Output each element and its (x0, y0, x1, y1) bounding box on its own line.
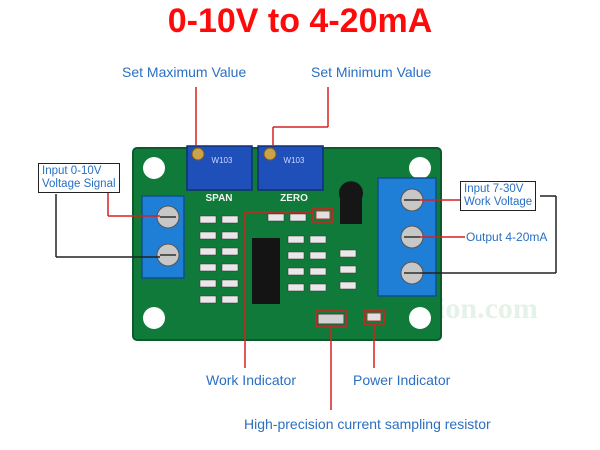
mount-hole (409, 307, 431, 329)
input-signal-line2: Voltage Signal (42, 178, 116, 190)
page-title: 0-10V to 4-20mA (167, 2, 433, 40)
span-potentiometer: W103 (186, 145, 253, 191)
smd-components (199, 213, 357, 304)
zero-potentiometer: W103 (257, 145, 324, 191)
input-power-line1: Input 7-30V (464, 183, 524, 195)
transistor (339, 181, 363, 224)
set-min-label: Set Minimum Value (311, 64, 432, 80)
svg-text:W103: W103 (284, 156, 305, 165)
work-led (315, 210, 331, 220)
input-power-box: Input 7-30V Work Voltage (460, 181, 537, 211)
sampling-resistor (317, 313, 345, 325)
work-indicator-label: Work Indicator (206, 372, 296, 388)
power-indicator-label: Power Indicator (353, 372, 451, 388)
connector-lines (55, 194, 557, 274)
resistor-label: High-precision current sampling resistor (244, 416, 491, 432)
ic-chip (252, 238, 280, 304)
pcb-board: W103 W103 SPAN ZERO (132, 145, 442, 341)
input-terminal-block (141, 195, 185, 279)
mount-hole (409, 157, 431, 179)
power-led (366, 312, 382, 322)
input-signal-box: Input 0-10V Voltage Signal (38, 163, 120, 193)
input-signal-line1: Input 0-10V (42, 165, 102, 177)
input-power-line2: Work Voltage (464, 196, 533, 208)
zero-silk: ZERO (280, 193, 308, 204)
mount-hole (143, 307, 165, 329)
span-silk: SPAN (205, 193, 232, 204)
pointer-lines (107, 87, 465, 410)
output-label: Output 4-20mA (466, 230, 548, 244)
svg-text:W103: W103 (212, 156, 233, 165)
set-max-label: Set Maximum Value (122, 64, 247, 80)
mount-hole (143, 157, 165, 179)
